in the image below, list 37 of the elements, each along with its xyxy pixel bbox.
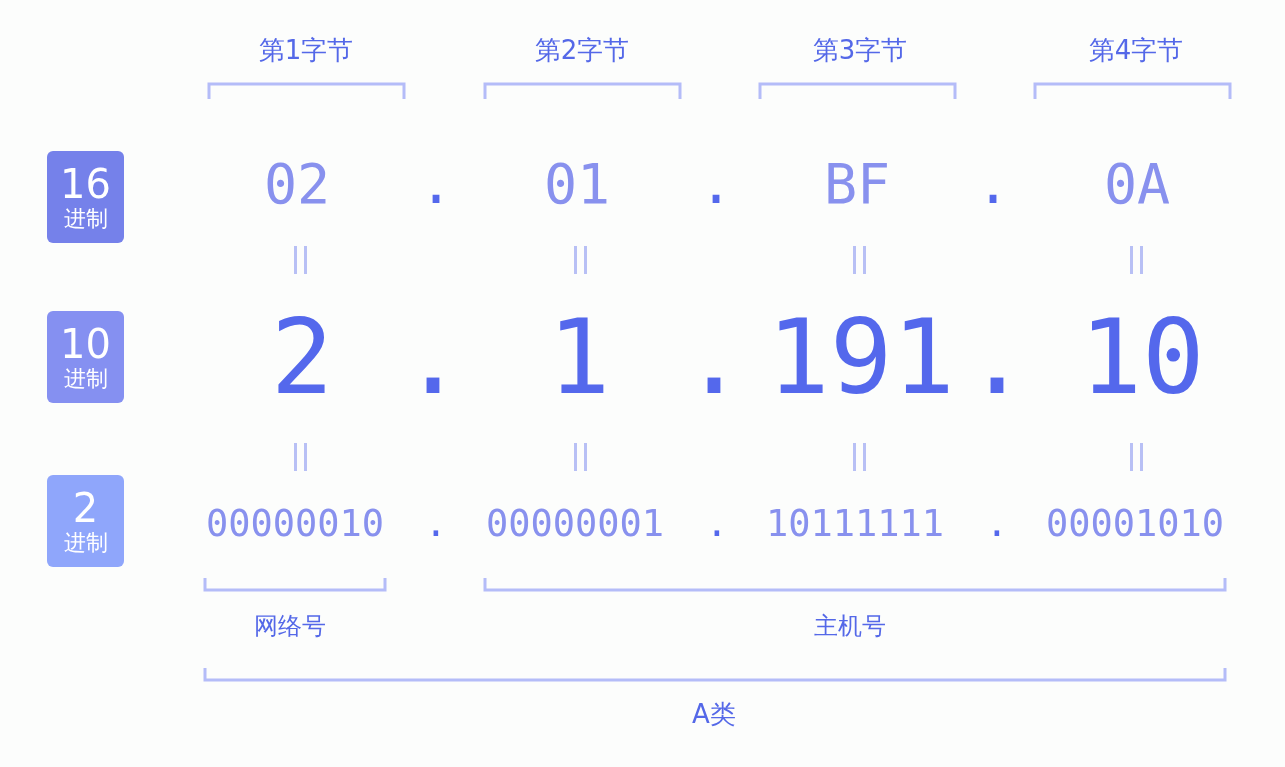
bracket-label: A类 [692, 701, 736, 727]
decimal-value: 1 [547, 305, 611, 409]
hex-value: 0A [1103, 156, 1171, 212]
separator-dot: . [424, 504, 448, 542]
hex-value: 01 [543, 156, 611, 212]
bracket-label: 主机号 [814, 614, 886, 638]
base-unit-text: 进制 [63, 532, 108, 554]
binary-value: 00000001 [485, 504, 665, 542]
base-number: 10 [60, 324, 111, 364]
separator-dot: . [682, 305, 746, 409]
byte-heading: 第1字节 [258, 37, 354, 63]
byte-heading: 第4字节 [1088, 37, 1184, 63]
separator-dot: . [401, 305, 465, 409]
byte-heading: 第3字节 [812, 37, 908, 63]
separator-dot: . [705, 504, 729, 542]
number-base-badge [47, 151, 124, 243]
separator-dot: . [419, 156, 453, 212]
number-base-badge [47, 475, 124, 567]
hex-value: BF [823, 156, 891, 212]
decimal-value: 2 [270, 305, 334, 409]
number-base-badge [47, 311, 124, 403]
base-number: 2 [72, 488, 99, 528]
binary-value: 10111111 [765, 504, 945, 542]
base-unit-text: 进制 [63, 368, 108, 390]
separator-dot: . [976, 156, 1010, 212]
separator-dot: . [985, 504, 1009, 542]
binary-value: 00001010 [1045, 504, 1225, 542]
base-number: 16 [60, 164, 111, 204]
hex-value: 02 [263, 156, 331, 212]
separator-dot: . [965, 305, 1029, 409]
decimal-value: 191 [767, 305, 955, 409]
separator-dot: . [699, 156, 733, 212]
decimal-value: 10 [1079, 305, 1205, 409]
byte-heading: 第2字节 [534, 37, 630, 63]
bracket-label: 网络号 [254, 614, 326, 638]
binary-value: 00000010 [205, 504, 385, 542]
base-unit-text: 进制 [63, 208, 108, 230]
